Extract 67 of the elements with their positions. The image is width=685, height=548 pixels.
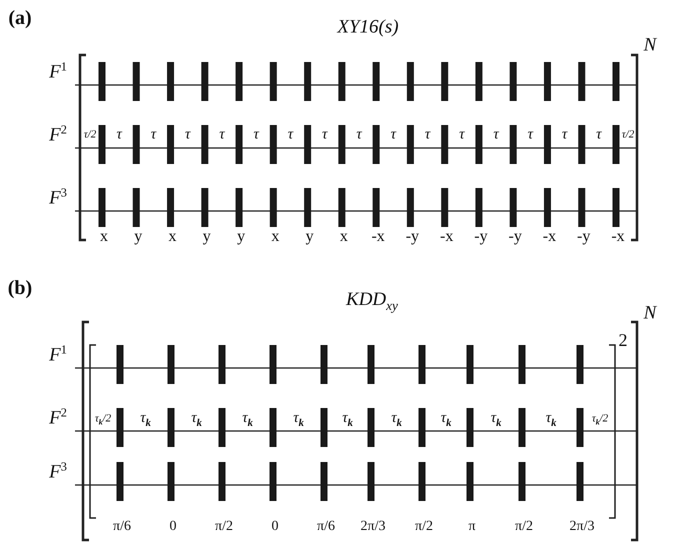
phase-label: x: [340, 229, 348, 245]
phase-label: y: [134, 229, 142, 245]
phase-label: 2π/3: [360, 520, 386, 534]
phase-label: -y: [474, 229, 488, 245]
delay-label: τ$_{k}$: [293, 410, 304, 430]
delay-label: τ$_{k}$: [140, 410, 151, 430]
delay-label: τ: [596, 128, 602, 142]
delay-label: τ: [562, 128, 568, 142]
phase-label: 0: [170, 520, 176, 534]
sequence-title: XY16(s): [337, 18, 399, 36]
delay-label: τ$_{k}$: [242, 410, 253, 430]
phase-label: π/6: [317, 520, 335, 534]
delay-label: τ: [356, 128, 362, 142]
delay-label: τ: [219, 128, 225, 142]
delay-label: τ$_{k}$/2: [592, 414, 608, 426]
phase-label: -x: [371, 229, 385, 245]
phase-label: -y: [508, 229, 522, 245]
delay-label: τ$_{k}$: [191, 410, 202, 430]
channel-label: F$^{2}$: [49, 406, 67, 428]
sequence-title: KDD$_{xy}$: [346, 290, 398, 312]
phase-label: x: [168, 229, 177, 245]
delay-label: τ: [254, 128, 259, 142]
delay-label: τ: [184, 128, 190, 142]
delay-label: τ: [424, 128, 430, 142]
phase-label: -y: [577, 229, 590, 245]
phase-label: x: [271, 229, 280, 245]
phase-label: x: [100, 229, 108, 245]
delay-label: τ$_{k}$/2: [94, 414, 112, 426]
channel-label: F$^{1}$: [49, 60, 67, 82]
phase-label: π/2: [515, 520, 533, 534]
phase-label: -x: [440, 229, 454, 245]
delay-label: τ/2: [84, 130, 96, 140]
phase-label: y: [237, 229, 246, 245]
channel-label: F$^{3}$: [49, 186, 67, 208]
delay-label: τ: [322, 128, 328, 142]
phase-label: π/2: [215, 520, 233, 534]
delay-label: τ: [493, 128, 499, 142]
phase-label: 2π/3: [570, 520, 594, 534]
delay-label: τ$_{k}$: [440, 410, 452, 430]
phase-label: y: [202, 229, 211, 245]
channel-label: F$^{2}$: [49, 123, 67, 145]
repeat-exponent: 2: [618, 331, 628, 349]
channel-label: F$^{1}$: [49, 343, 67, 365]
panel-label: (a): [8, 8, 32, 28]
delay-label: τ: [288, 128, 294, 142]
phase-label: -x: [611, 229, 625, 245]
delay-label: τ: [150, 128, 156, 142]
panel-label: (b): [8, 278, 32, 298]
phase-label: -y: [406, 229, 420, 245]
phase-label: π: [468, 520, 476, 534]
delay-label: τ: [528, 128, 534, 142]
delay-label: τ: [459, 128, 464, 142]
phase-label: π/2: [415, 520, 433, 534]
delay-label: τ$_{k}$: [490, 410, 502, 430]
phase-label: 0: [272, 520, 278, 534]
delay-label: τ$_{k}$: [546, 410, 556, 430]
repeat-exponent: N: [644, 36, 656, 54]
delay-label: τ$_{k}$: [342, 410, 353, 430]
phase-label: y: [306, 229, 314, 245]
delay-label: τ: [116, 128, 122, 142]
channel-label: F$^{3}$: [49, 460, 67, 482]
repeat-exponent: N: [644, 304, 656, 322]
phase-label: -x: [542, 229, 556, 245]
delay-label: τ$_{k}$: [391, 410, 402, 430]
phase-label: π/6: [113, 520, 131, 534]
delay-label: τ: [390, 128, 396, 142]
delay-label: τ/2: [622, 130, 634, 140]
